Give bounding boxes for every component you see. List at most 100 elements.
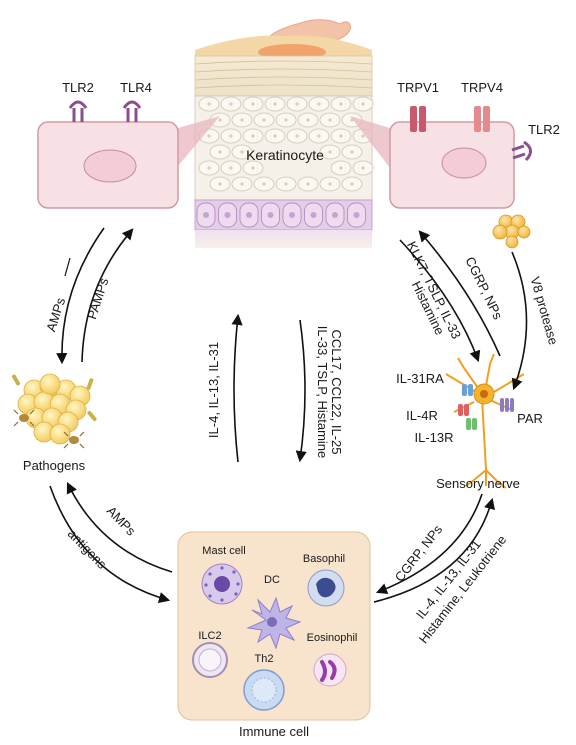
il31ra-receptor-icon	[462, 384, 473, 396]
keratinocyte-cell-nucleus	[218, 182, 222, 186]
arrow-v8-protease	[511, 251, 528, 391]
keratinocyte-cell-nucleus	[218, 118, 222, 122]
ilc2-label: ILC2	[198, 630, 221, 642]
trpv1-channel-icon	[410, 106, 426, 132]
right-zoom-wedge	[350, 116, 390, 168]
keratinocyte-cell-nucleus	[262, 182, 266, 186]
amps-top-label: AMPs	[43, 295, 68, 333]
keratinocyte-cell-nucleus	[339, 134, 343, 138]
keratinocyte-cell-nucleus	[218, 150, 222, 154]
eosinophil-label: Eosinophil	[307, 632, 358, 644]
basophil-nucleus	[316, 577, 336, 598]
amps-top-down-tick	[64, 257, 71, 277]
v8-protease-label: V8 protease	[527, 275, 561, 347]
tlr2-left-label: TLR2	[62, 80, 94, 95]
il4r-receptor-icon	[458, 404, 469, 416]
keratinocyte-cell-nucleus	[284, 182, 288, 186]
keratinocyte-cells	[198, 96, 374, 192]
sensory-nerve-label: Sensory nerve	[436, 476, 520, 491]
keratinocyte-cell-nucleus	[295, 102, 299, 106]
keratinocyte-cell-nucleus	[229, 102, 233, 106]
ccl-line2-label: IL-33, TSLP, Histamine	[315, 326, 330, 458]
arrow-amps-to-pathogens	[56, 227, 105, 365]
keratinocyte-cell-nucleus	[361, 102, 365, 106]
keratinocyte-cell-nucleus	[284, 118, 288, 122]
eosinophil-nucleus	[320, 660, 337, 682]
sensory-neuron-icon	[445, 353, 525, 489]
basal-cell-nucleus	[310, 212, 317, 218]
pamps-label: PAMPs	[84, 276, 112, 321]
arrow-ccl17-to-immune	[295, 319, 307, 463]
keratinocyte-cell-nucleus	[229, 166, 233, 170]
trpv4-label: TRPV4	[461, 80, 503, 95]
basal-cell-nucleus	[267, 212, 274, 218]
keratinocyte-cell-nucleus	[317, 102, 321, 106]
il4r-label: IL-4R	[406, 408, 438, 423]
cgrp-top-label: CGRP, NPs	[462, 254, 505, 322]
keratinocyte-cell-nucleus	[295, 134, 299, 138]
keratinocyte-label: Keratinocyte	[246, 147, 324, 163]
basal-cells	[196, 202, 366, 228]
pathogen-coccus	[39, 373, 61, 395]
keratinocyte-cell-nucleus	[251, 134, 255, 138]
il13r-receptor-icon	[466, 418, 477, 430]
th2-nucleus	[251, 677, 277, 703]
il31ra-label: IL-31RA	[396, 371, 444, 386]
bacillus-icons	[12, 374, 97, 422]
tlr4-left-label: TLR4	[120, 80, 152, 95]
keratinocyte-cell-nucleus	[328, 150, 332, 154]
keratinocyte-cell-nucleus	[306, 118, 310, 122]
immune-cell-label: Immune cell	[239, 724, 309, 739]
staphylococcus-cluster-icon	[492, 214, 531, 249]
basal-cell-nucleus	[289, 212, 295, 218]
basal-cell-nucleus	[224, 212, 231, 218]
arrow-amps-to-pathogens-bottom	[66, 481, 173, 573]
keratinocyte-cell-nucleus	[207, 102, 211, 106]
neuron-nucleus	[480, 390, 488, 398]
mast-cell-label: Mast cell	[202, 545, 245, 557]
keratinocyte-cell-nucleus	[350, 150, 354, 154]
keratinocyte-cell-nucleus	[251, 102, 255, 106]
il4-center-label: IL-4, IL-13, IL-31	[206, 342, 221, 438]
tlr2-receptor-icon	[68, 100, 88, 122]
keratinocyte-cell-nucleus	[207, 166, 211, 170]
arrow-klk7-to-nerve	[399, 239, 481, 363]
keratinocyte-cell-nucleus	[361, 166, 365, 170]
arrows	[49, 227, 528, 603]
keratinocyte-cell-nucleus	[328, 182, 332, 186]
keratinocyte-cell-nucleus	[240, 182, 244, 186]
eosinophil-icon	[313, 653, 347, 687]
keratinocyte-cell-nucleus	[229, 134, 233, 138]
right-keratinocyte-cell: TRPV1 TRPV4 TLR2	[389, 80, 560, 209]
left-zoom-wedge	[178, 116, 220, 166]
basal-cell-nucleus	[353, 212, 360, 218]
pathogen-coccus	[49, 423, 71, 445]
mast-cell-granules	[204, 566, 240, 602]
amps-bottom-label: AMPs	[104, 503, 139, 539]
basal-cell-nucleus	[246, 212, 252, 218]
keratinocyte-cell-nucleus	[273, 102, 277, 106]
pathogens-label: Pathogens	[23, 458, 86, 473]
arrow-cgrp-to-keratinocyte	[418, 230, 501, 357]
basophil-label: Basophil	[303, 553, 345, 565]
basal-cell-nucleus	[332, 212, 338, 218]
skin-section: Keratinocyte	[194, 19, 374, 248]
tlr2-right-receptor-icon	[511, 140, 532, 162]
stratum-lines	[194, 60, 373, 89]
keratinocyte-cell-nucleus	[339, 166, 343, 170]
keratinocyte-cell-nucleus	[207, 134, 211, 138]
mast-cell-nucleus	[214, 576, 230, 592]
arrow-antigens-to-immune	[49, 485, 171, 603]
keratinocyte-cell-nucleus	[262, 118, 266, 122]
immune-cell-panel: Mast cell Basophil DC ILC2 Eosinophil Th…	[177, 531, 371, 721]
left-cell-nucleus	[83, 149, 137, 183]
dc-label: DC	[264, 574, 280, 586]
th2-label: Th2	[255, 653, 274, 665]
keratinocyte-cell-nucleus	[273, 134, 277, 138]
ilc2-nucleus	[198, 648, 222, 672]
keratinocyte-cell-nucleus	[350, 182, 354, 186]
arrow-il4-to-nerve	[373, 497, 495, 603]
keratinocyte-cell-nucleus	[306, 182, 310, 186]
right-cell-nucleus	[441, 147, 487, 179]
